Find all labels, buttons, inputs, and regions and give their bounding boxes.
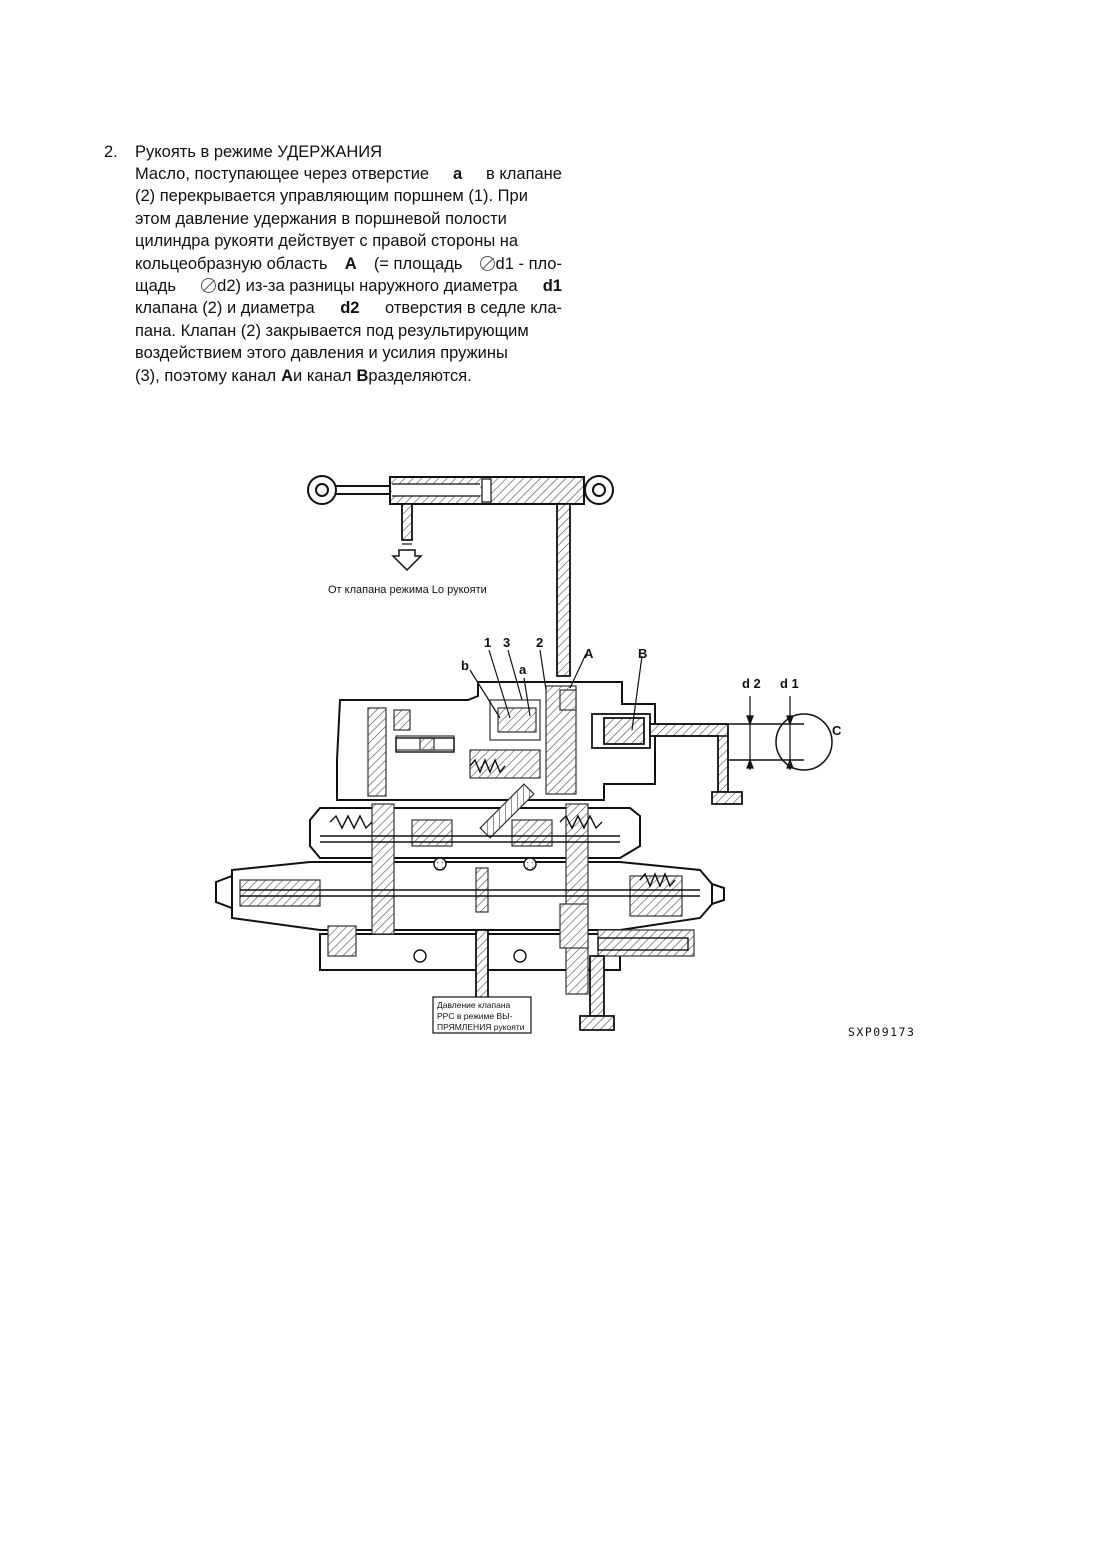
figure-code: SXP09173 (848, 1025, 915, 1039)
text-run: Масло, поступающее через отверстие (135, 165, 430, 183)
text-run-bold: A (344, 254, 357, 273)
text-run-diameter: d1 - пло- (479, 253, 562, 275)
text-run: кольцеобразную область (135, 254, 328, 273)
section-number: 2. (104, 143, 118, 161)
paragraph-line: пана. Клапан (2) закрывается под результ… (135, 320, 562, 342)
head-side-line (556, 503, 571, 677)
section-arm-hold-mode: 2. Рукоять в режиме УДЕРЖАНИЯ Масло, пост… (104, 141, 562, 387)
paragraph-line: кольцеобразную область A (= площадь d1 - пл… (135, 253, 562, 275)
callout-A: A (584, 646, 594, 661)
text-run: и канал (293, 366, 352, 385)
diameter-icon (201, 278, 217, 294)
text-run-bold: B (356, 366, 369, 385)
paragraph-line: клапана (2) и диаметра d2 отверстия в седл… (135, 297, 562, 319)
rod-eye (307, 475, 337, 505)
text-run: в клапане (486, 165, 562, 183)
paragraph-line: щадь d2) из-за разницы наружного диаметра… (135, 275, 562, 297)
callout-C: C (832, 723, 842, 738)
ppc-box-line-3: ПРЯМЛЕНИЯ рукояти (437, 1022, 525, 1032)
from-lo-valve-label: От клапана режима Lo рукояти (328, 584, 487, 596)
paragraph-line: этом давление удержания в поршневой поло… (135, 208, 562, 230)
text-run: (= площадь (373, 254, 463, 273)
text-run-bold: d2 (340, 299, 360, 318)
text-run-bold: а (452, 165, 463, 183)
leader-lines (469, 649, 643, 731)
ppc-box-line-2: PPC в режиме ВЫ- (437, 1011, 513, 1021)
section-heading: 2. Рукоять в режиме УДЕРЖАНИЯ (104, 141, 562, 163)
callout-1: 1 (484, 635, 491, 650)
dimension-markers (746, 696, 794, 770)
text-run: цилиндра рукояти действует с правой стор… (135, 232, 519, 251)
cylinder-eye (584, 475, 614, 505)
text-run: воздействием этого давления и усилия пру… (135, 344, 508, 363)
callout-a: a (519, 662, 527, 677)
callout-d2: d 2 (742, 676, 761, 691)
text-run: клапана (2) и диаметра (135, 299, 315, 318)
text-run-diameter: d2) из-за разницы наружного диаметра (201, 275, 518, 297)
paragraph-line: (2) перекрывается управляющим поршнем (1… (135, 185, 562, 207)
spools (240, 737, 700, 963)
callout-2: 2 (536, 635, 543, 650)
diameter-icon (479, 255, 495, 271)
ppc-box (432, 996, 532, 1034)
callout-d1: d 1 (780, 676, 799, 691)
text-run: d2) из-за разницы наружного диаметра (217, 277, 518, 296)
ppc-box-line-1: Давление клапана (437, 1000, 511, 1010)
paragraph-line: воздействием этого давления и усилия пру… (135, 342, 562, 364)
text-run-bold: d1 (542, 277, 562, 296)
paragraph-line: цилиндра рукояти действует с правой стор… (135, 230, 562, 252)
text-run: d1 - пло- (495, 254, 562, 273)
section-title: Рукоять в режиме УДЕРЖАНИЯ (135, 143, 383, 161)
section-paragraph: Масло, поступающее через отверстие а в кла… (135, 163, 562, 387)
text-run-bold: A (281, 366, 294, 385)
callout-b: b (461, 658, 469, 673)
paragraph-line: Масло, поступающее через отверстие а в кла… (135, 163, 562, 185)
text-run: щадь (135, 277, 176, 296)
callout-B: B (638, 646, 647, 661)
pipe-to-c (591, 713, 833, 805)
text-run: отверстия в седле кла- (385, 299, 562, 318)
arm-cylinder (307, 475, 614, 505)
text-run: разделяются. (368, 366, 472, 385)
text-run: этом давление удержания в поршневой поло… (135, 209, 507, 228)
callout-3: 3 (503, 635, 510, 650)
rod-side-line (391, 503, 423, 572)
text-run: пана. Клапан (2) закрывается под результ… (135, 321, 529, 340)
text-run: (2) перекрывается управляющим поршнем (1… (135, 187, 528, 206)
text-run: (3), поэтому канал (135, 366, 277, 385)
